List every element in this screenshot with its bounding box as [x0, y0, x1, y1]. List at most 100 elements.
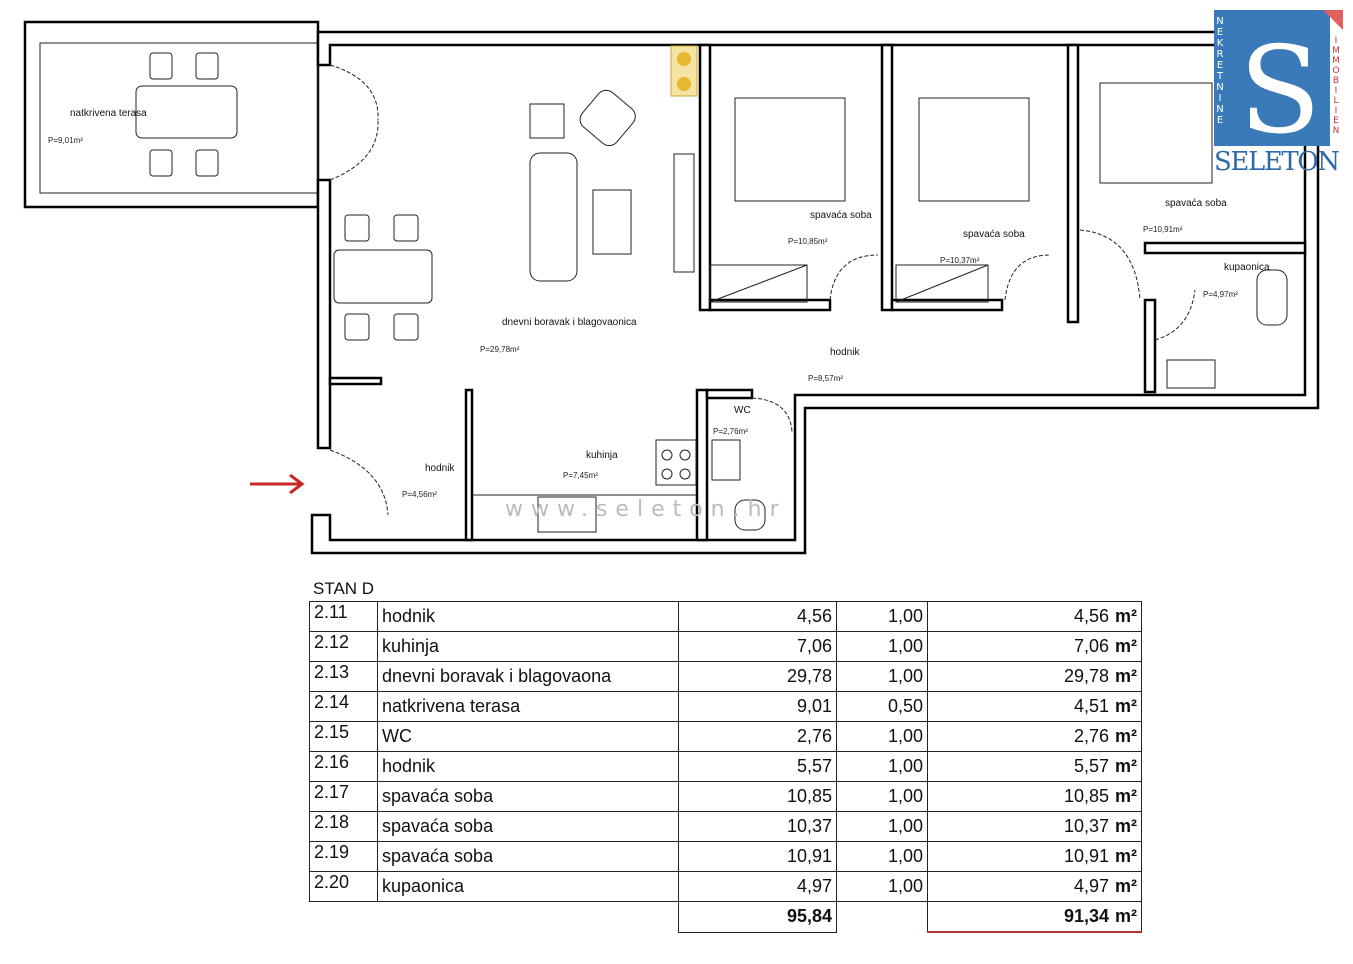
room-name: kupaonica — [377, 871, 679, 902]
table-row: 2.18 spavaća soba 10,37 1,00 10,37 m² — [309, 811, 1142, 842]
room-area: 10,37 — [678, 811, 837, 842]
logo-brand: SELETON — [1214, 147, 1340, 177]
net-value: 4,97 — [1073, 876, 1109, 896]
room-name: spavaća soba — [377, 781, 679, 812]
room-number: 2.12 — [309, 631, 378, 662]
room-area: P=7,45m² — [563, 471, 598, 480]
room-number: 2.18 — [309, 811, 378, 842]
room-area: 4,97 — [678, 871, 837, 902]
total-net-value: 91,34 — [1063, 906, 1109, 926]
room-number: 2.16 — [309, 751, 378, 782]
room-number: 2.15 — [309, 721, 378, 752]
room-number: 2.14 — [309, 691, 378, 722]
room-name: hodnik — [377, 601, 679, 632]
room-label: spavaća soba — [1165, 198, 1227, 209]
room-net-area: 4,97 m² — [927, 871, 1142, 902]
watermark: www.seleton.hr — [505, 497, 787, 522]
room-name: kuhinja — [377, 631, 679, 662]
unit: m² — [1115, 876, 1137, 896]
room-area: P=10,37m² — [940, 256, 980, 265]
room-name: spavaća soba — [377, 841, 679, 872]
room-coefficient: 1,00 — [836, 601, 928, 632]
room-name: dnevni boravak i blagovaona — [377, 661, 679, 692]
unit: m² — [1115, 846, 1137, 866]
net-value: 10,37 — [1063, 816, 1109, 836]
room-label: spavaća soba — [810, 210, 872, 221]
room-coefficient: 1,00 — [836, 661, 928, 692]
net-value: 4,56 — [1073, 606, 1109, 626]
room-area: 29,78 — [678, 661, 837, 692]
unit: m² — [1115, 636, 1137, 656]
room-area: 7,06 — [678, 631, 837, 662]
room-coefficient: 1,00 — [836, 631, 928, 662]
unit: m² — [1115, 756, 1137, 776]
room-coefficient: 1,00 — [836, 811, 928, 842]
terrace — [23, 20, 320, 209]
room-label: WC — [734, 405, 751, 416]
logo-left-text: NEKRETNINE — [1215, 16, 1226, 126]
net-value: 10,91 — [1063, 846, 1109, 866]
unit: m² — [1115, 786, 1137, 806]
room-area: P=10,91m² — [1143, 225, 1183, 234]
doors — [329, 64, 1196, 516]
room-area: P=4,56m² — [402, 490, 437, 499]
room-number: 2.19 — [309, 841, 378, 872]
net-value: 5,57 — [1073, 756, 1109, 776]
unit: m² — [1115, 726, 1137, 746]
net-value: 10,85 — [1063, 786, 1109, 806]
room-net-area: 4,51 m² — [927, 691, 1142, 722]
total-row: 95,84 91,34 m² — [310, 901, 1142, 933]
room-area: P=8,57m² — [808, 374, 843, 383]
room-area: 5,57 — [678, 751, 837, 782]
total-net-area: 91,34 m² — [927, 901, 1142, 933]
room-net-area: 10,37 m² — [927, 811, 1142, 842]
room-number: 2.13 — [309, 661, 378, 692]
furniture — [333, 45, 1288, 533]
room-coefficient: 1,00 — [836, 781, 928, 812]
floor-plan: natkrivena terasa P=9,01m² dnevni borava… — [23, 10, 1343, 555]
room-label: kupaonica — [1224, 262, 1270, 273]
room-area: 10,85 — [678, 781, 837, 812]
total-area: 95,84 — [678, 901, 837, 933]
room-area: P=4,97m² — [1203, 290, 1238, 299]
room-area: P=29,78m² — [480, 345, 520, 354]
room-label: hodnik — [830, 347, 860, 358]
room-net-area: 5,57 m² — [927, 751, 1142, 782]
table-row: 2.17 spavaća soba 10,85 1,00 10,85 m² — [309, 781, 1142, 812]
table-row: 2.16 hodnik 5,57 1,00 5,57 m² — [309, 751, 1142, 782]
room-coefficient: 1,00 — [836, 841, 928, 872]
unit: m² — [1115, 696, 1137, 716]
walls — [310, 30, 1320, 555]
room-name: natkrivena terasa — [377, 691, 679, 722]
table-row: 2.13 dnevni boravak i blagovaona 29,78 1… — [309, 661, 1142, 692]
logo-letter: S — [1239, 22, 1321, 161]
net-value: 29,78 — [1063, 666, 1109, 686]
seleton-logo: S NEKRETNINE IMMOBILIEN SELETON — [1214, 10, 1343, 177]
room-number: 2.17 — [309, 781, 378, 812]
room-name: hodnik — [377, 751, 679, 782]
room-coefficient: 0,50 — [836, 691, 928, 722]
unit: m² — [1115, 606, 1137, 626]
room-name: WC — [377, 721, 679, 752]
room-label: kuhinja — [586, 450, 618, 461]
room-area: 4,56 — [678, 601, 837, 632]
room-number: 2.20 — [309, 871, 378, 902]
net-value: 4,51 — [1073, 696, 1109, 716]
room-label: spavaća soba — [963, 229, 1025, 240]
room-name: spavaća soba — [377, 811, 679, 842]
room-net-area: 10,85 m² — [927, 781, 1142, 812]
unit: m² — [1115, 816, 1137, 836]
room-area: P=10,85m² — [788, 237, 828, 246]
unit: m² — [1115, 906, 1137, 926]
room-net-area: 10,91 m² — [927, 841, 1142, 872]
room-label: hodnik — [425, 463, 455, 474]
room-coefficient: 1,00 — [836, 751, 928, 782]
room-label: dnevni boravak i blagovaonica — [502, 317, 637, 328]
